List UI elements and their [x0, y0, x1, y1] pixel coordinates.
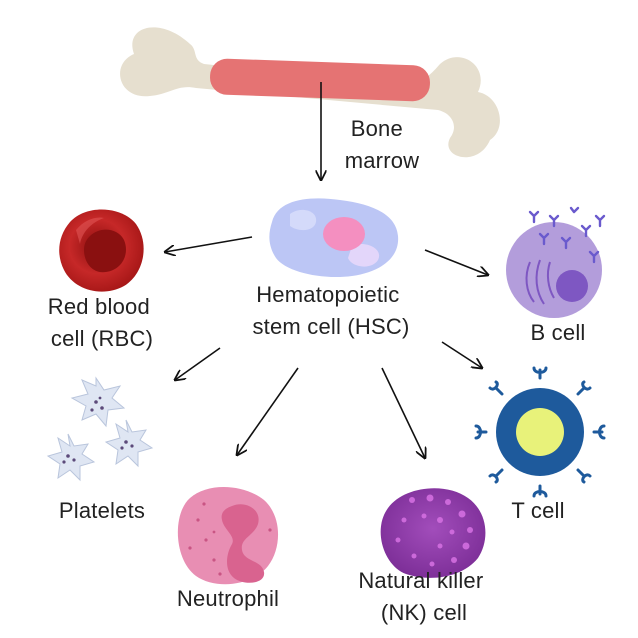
arrow-hsc-to-platelets [175, 347, 221, 380]
b-cell-nucleus [556, 270, 588, 302]
t-cell-core [516, 408, 564, 456]
neutrophil-icon [177, 486, 279, 585]
label-nk: Natural killer (NK) cell [358, 568, 489, 625]
b-cell-receptors [528, 206, 606, 264]
label-bone: Bone marrow [345, 116, 420, 173]
red-blood-cell-icon [59, 209, 144, 292]
label-hsc: Hematopoietic stem cell (HSC) [252, 282, 409, 339]
hsc-nucleus [323, 217, 365, 251]
arrow-hsc-to-rbc [165, 236, 253, 252]
label-tcell: T cell [511, 498, 564, 523]
arrows [165, 82, 488, 458]
arrow-hsc-to-bcell [424, 249, 488, 275]
t-cell-icon [474, 366, 606, 498]
arrow-hsc-to-nk [381, 367, 425, 458]
platelets-icon [46, 376, 154, 482]
marrow-band [210, 58, 430, 102]
arrow-hsc-to-neutrophil [237, 367, 299, 455]
bone-icon [120, 27, 500, 158]
label-bcell: B cell [531, 320, 586, 345]
hsc-cell-icon [269, 198, 399, 278]
label-platelets: Platelets [59, 498, 145, 523]
b-cell-icon [506, 206, 606, 318]
arrow-hsc-to-tcell [441, 341, 482, 368]
label-neutrophil: Neutrophil [177, 586, 279, 611]
nk-cell-icon [380, 488, 486, 578]
label-rbc: Red blood cell (RBC) [48, 294, 156, 351]
